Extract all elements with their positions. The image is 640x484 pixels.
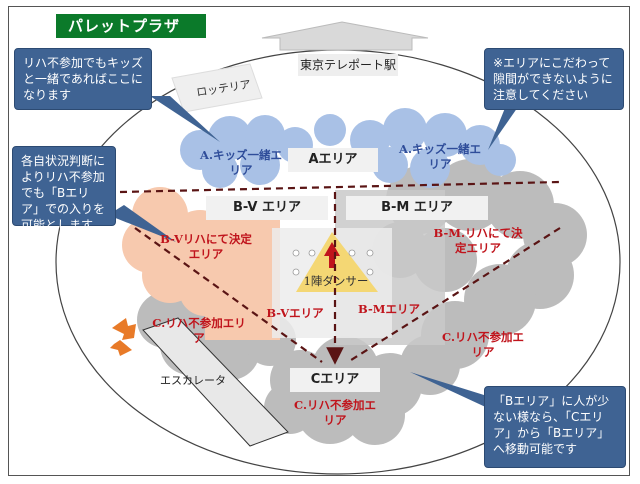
lotteria-shape [171,63,263,113]
escalator-label: エスカレータ [160,374,226,387]
callout-pointer-bottom-right [410,372,492,410]
callout-pointer-top-left [150,96,220,142]
area-bv-label: B-V エリア [206,196,328,220]
label-c-bottom: C.リハ不参加エリア [294,398,376,427]
label-bv-decided: B-Vリハにて決定エリア [160,232,252,261]
label-c-right: C.リハ不参加エリア [442,330,524,359]
label-first-dancer: 1陣ダンサー [303,274,369,288]
label-c-left: C.リハ不参加エリア [152,316,246,345]
area-a-label: Aエリア [288,148,378,172]
label-kids-right: A.キッズ一緒エリア [399,142,481,171]
label-kids-left: A.キッズ一緒エリア [200,148,282,177]
area-bm-label: B-M エリア [346,196,488,220]
dancer-triangle [296,232,378,292]
callout-left: 各自状況判断によりリハ不参加でも「Bエリア」での入りを可能とします [12,146,116,232]
label-bv-area: B-Vエリア [266,306,324,320]
dancer-marks [292,249,374,276]
dashed-lines [119,180,561,365]
page-title: パレットプラザ [56,14,206,38]
escalator-arrows-icon [110,318,136,356]
callout-pointer-left [108,205,176,242]
callout-pointer-top-right [488,104,520,150]
callout-bottom-right: 「Bエリア」に人が少ない様なら、「Cエリア」から「Bエリア」へ移動可能です [484,386,626,468]
label-bm-decided: B-M.リハにて決定エリア [433,226,523,255]
station-label: 東京テレポート駅 [298,54,398,76]
escalator-shape [142,317,289,447]
diagram-frame [8,6,630,476]
dancer-arrow-icon [324,242,340,268]
bv-area-cloud [122,187,280,340]
callout-top-left: リハ不参加でもキッズと一緒であればここになります [14,48,152,110]
callout-top-right: ※エリアにこだわって隙間ができないように注意してください [484,48,624,110]
up-arrow [261,21,429,51]
label-bm-area: B-Mエリア [358,302,420,316]
area-c-label: Cエリア [290,368,380,392]
